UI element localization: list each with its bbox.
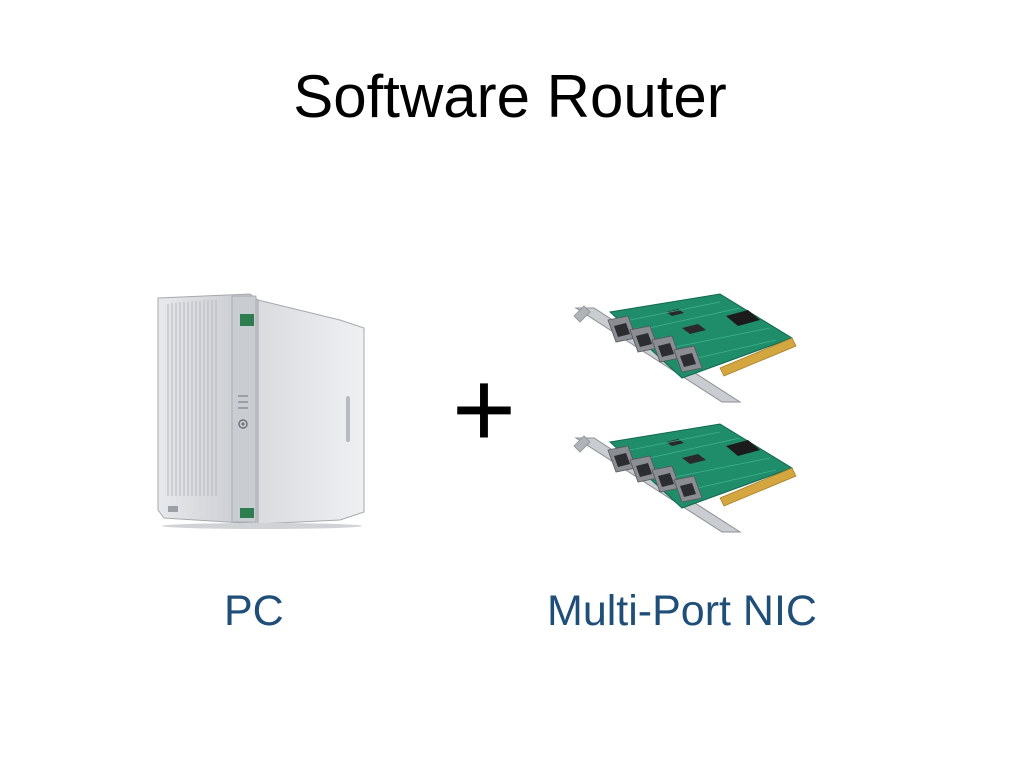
pc-tower-image — [157, 293, 365, 529]
network-card-image — [573, 293, 797, 403]
network-card-image — [573, 423, 797, 533]
plus-sign: + — [451, 348, 517, 471]
slide-title: Software Router — [293, 63, 727, 130]
pc-label: PC — [224, 587, 284, 635]
multi-port-nic-label: Multi-Port NIC — [547, 587, 817, 635]
